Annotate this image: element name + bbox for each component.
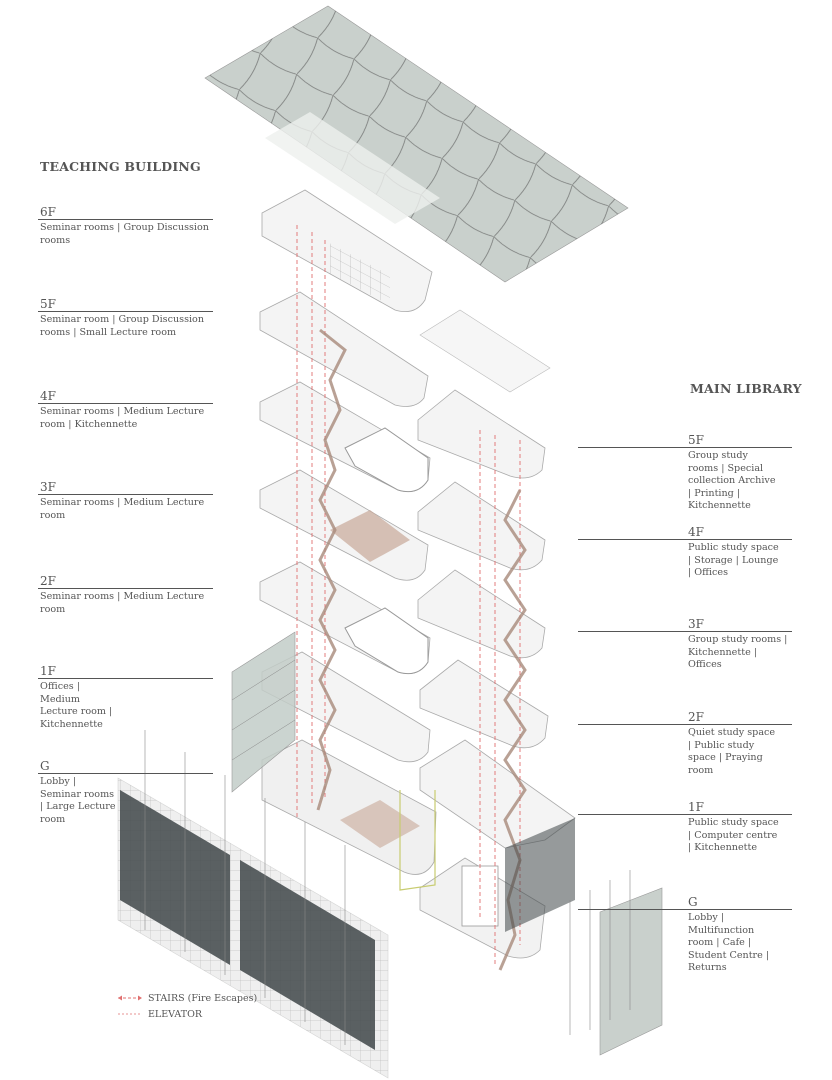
library-floor-label-g: G Lobby | Multifunction room | Cafe | St…	[578, 896, 792, 975]
teaching-facade-frame	[231, 631, 296, 793]
leader-line	[578, 539, 792, 540]
library-screen-facade	[505, 818, 663, 1056]
teaching-floor-3f	[259, 469, 429, 581]
teaching-floor-6f	[261, 189, 433, 313]
teaching-building-title: TEACHING BUILDING	[40, 159, 201, 174]
teaching-floor-label-3f: 3F Seminar rooms | Medium Lecture room	[38, 481, 213, 522]
floor-level: 2F	[688, 710, 704, 724]
library-floor-2f	[419, 659, 549, 749]
floor-description: Public study space | Computer centre | K…	[688, 817, 779, 853]
floor-description: Group study rooms | Special collection A…	[688, 450, 776, 511]
floor-level: 2F	[40, 574, 56, 588]
teaching-floor-label-2f: 2F Seminar rooms | Medium Lecture room	[38, 575, 213, 616]
library-floor-label-3f: 3F Group study rooms | Kitchennette | Of…	[578, 618, 792, 672]
library-floor-label-1f: 1F Public study space | Computer centre …	[578, 801, 792, 855]
floor-level: 6F	[40, 205, 56, 219]
library-floor-label-5f: 5F Group study rooms | Special collectio…	[578, 434, 792, 513]
leader-line	[578, 909, 792, 910]
legend-elevator: ELEVATOR	[118, 1006, 257, 1022]
floor-description: Quiet study space | Public study space |…	[688, 727, 776, 776]
library-floor-4f	[417, 481, 546, 571]
floor-level: 1F	[688, 800, 704, 814]
leader-line	[38, 588, 213, 589]
legend: STAIRS (Fire Escapes) ELEVATOR	[118, 990, 257, 1022]
floor-level: 4F	[40, 389, 56, 403]
leader-line	[38, 678, 213, 679]
floor-description: Lobby | Seminar rooms | Large Lecture ro…	[40, 776, 116, 825]
floor-description: Seminar rooms | Medium Lecture room	[40, 591, 205, 615]
leader-line	[38, 219, 213, 220]
floor-description: Offices | Medium Lecture room | Kitchenn…	[40, 681, 113, 730]
floor-description: Seminar room | Group Discussion rooms | …	[40, 314, 205, 338]
elevator-line-icon	[118, 1013, 142, 1015]
teaching-floors	[259, 189, 437, 875]
floor-description: Seminar rooms | Medium Lecture room | Ki…	[40, 406, 205, 430]
teaching-floor-4f	[259, 381, 431, 493]
main-library-title: MAIN LIBRARY	[690, 381, 802, 396]
teaching-screen-facade	[117, 730, 389, 1079]
floor-level: 1F	[40, 664, 56, 678]
leader-line	[578, 631, 792, 632]
library-roof-slab	[419, 309, 551, 393]
teaching-floor-label-g: G Lobby | Seminar rooms | Large Lecture …	[38, 760, 213, 826]
floor-level: G	[40, 759, 50, 773]
teaching-floor-label-5f: 5F Seminar room | Group Discussion rooms…	[38, 298, 213, 339]
floor-level: G	[688, 895, 698, 909]
teaching-floor-label-4f: 4F Seminar rooms | Medium Lecture room |…	[38, 390, 213, 431]
stairs-line-icon	[118, 995, 142, 1001]
library-floor-label-4f: 4F Public study space | Storage | Lounge…	[578, 526, 792, 580]
floor-description: Group study rooms | Kitchennette | Offic…	[688, 634, 788, 670]
legend-stairs: STAIRS (Fire Escapes)	[118, 990, 257, 1006]
library-floors	[417, 389, 576, 959]
teaching-floor-2f	[259, 561, 431, 675]
library-floor-3f	[417, 569, 546, 659]
leader-line	[38, 494, 213, 495]
library-floor-label-2f: 2F Quiet study space | Public study spac…	[578, 711, 792, 777]
roof-canopy	[204, 5, 629, 283]
legend-stairs-label: STAIRS (Fire Escapes)	[148, 992, 258, 1004]
teaching-floor-label-6f: 6F Seminar rooms | Group Discussion room…	[38, 206, 213, 247]
library-floor-5f	[417, 389, 546, 479]
leader-line	[38, 403, 213, 404]
teaching-floor-1f	[261, 651, 431, 763]
floor-level: 3F	[40, 480, 56, 494]
leader-line	[578, 814, 792, 815]
floor-level: 3F	[688, 617, 704, 631]
floor-description: Lobby | Multifunction room | Cafe | Stud…	[688, 912, 770, 973]
floor-description: Public study space | Storage | Lounge | …	[688, 542, 779, 578]
floor-description: Seminar rooms | Group Discussion rooms	[40, 222, 209, 246]
floor-description: Seminar rooms | Medium Lecture room	[40, 497, 205, 521]
floor-level: 4F	[688, 525, 704, 539]
leader-line	[38, 773, 213, 774]
floor-level: 5F	[688, 433, 704, 447]
teaching-floor-label-1f: 1F Offices | Medium Lecture room | Kitch…	[38, 665, 213, 731]
leader-line	[578, 447, 792, 448]
leader-line	[578, 724, 792, 725]
legend-elevator-label: ELEVATOR	[148, 1008, 203, 1020]
leader-line	[38, 311, 213, 312]
floor-level: 5F	[40, 297, 56, 311]
